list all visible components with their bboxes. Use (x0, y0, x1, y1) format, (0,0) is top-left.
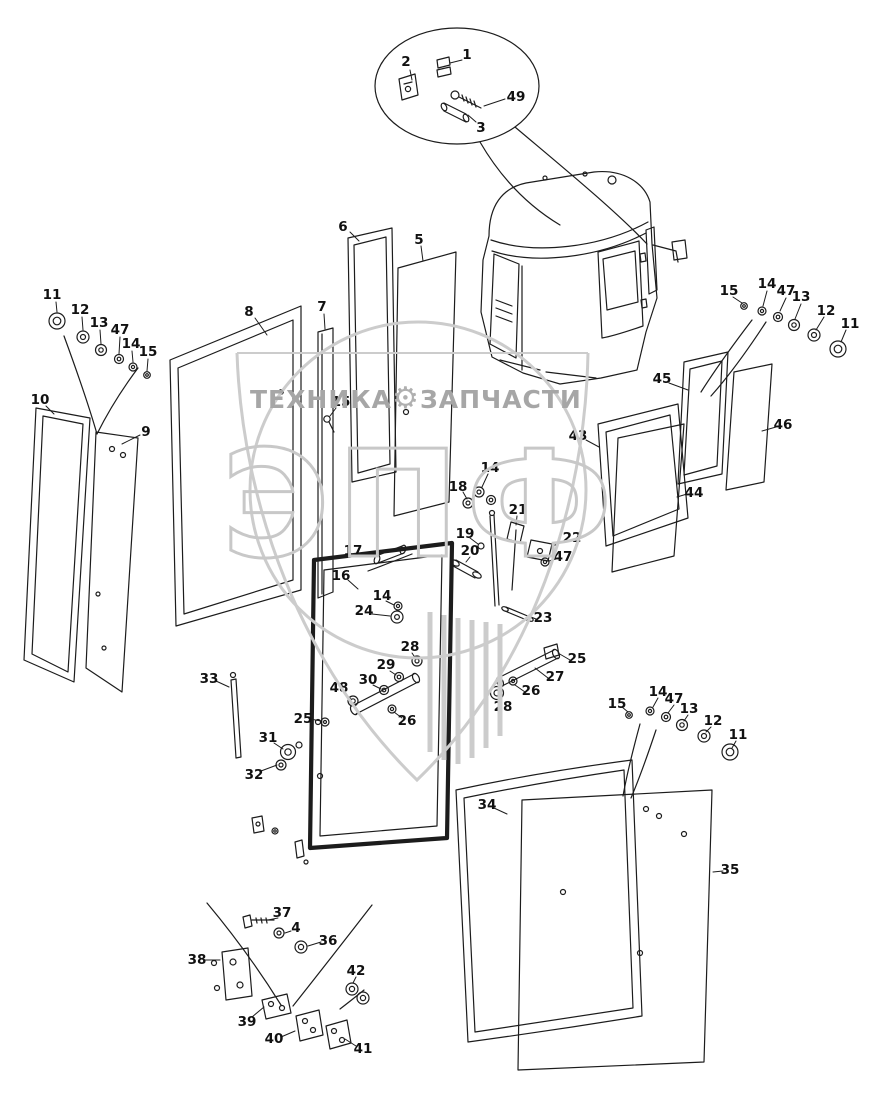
rod-33 (229, 671, 242, 759)
panel-5-glass (393, 251, 457, 517)
bracket-hardware (206, 902, 373, 1050)
panel-45-seal (677, 351, 729, 485)
detail-balloon (374, 27, 648, 245)
strut-left (347, 655, 423, 716)
panel-35-glass (517, 789, 713, 1071)
hinge-parts (450, 486, 553, 622)
cab-illustration (480, 170, 688, 385)
panel-46-glass (725, 363, 773, 491)
strut-right (489, 643, 561, 701)
panel-6-seal (347, 227, 397, 483)
fastener-cluster-left (48, 312, 151, 435)
panel-44-glass (611, 423, 685, 573)
small-clips (251, 815, 309, 865)
panel-10-seal (23, 407, 91, 683)
panel-8-seal (169, 305, 302, 627)
panel-43-seal (597, 403, 689, 547)
fastener-cluster-lower-right (622, 706, 739, 838)
fastener-cluster-top-right (700, 302, 847, 397)
panel-34-seal (455, 759, 643, 1043)
panel-9-glass (85, 431, 139, 693)
door-frame-16 (307, 540, 455, 851)
leader-lines (45, 59, 847, 1047)
